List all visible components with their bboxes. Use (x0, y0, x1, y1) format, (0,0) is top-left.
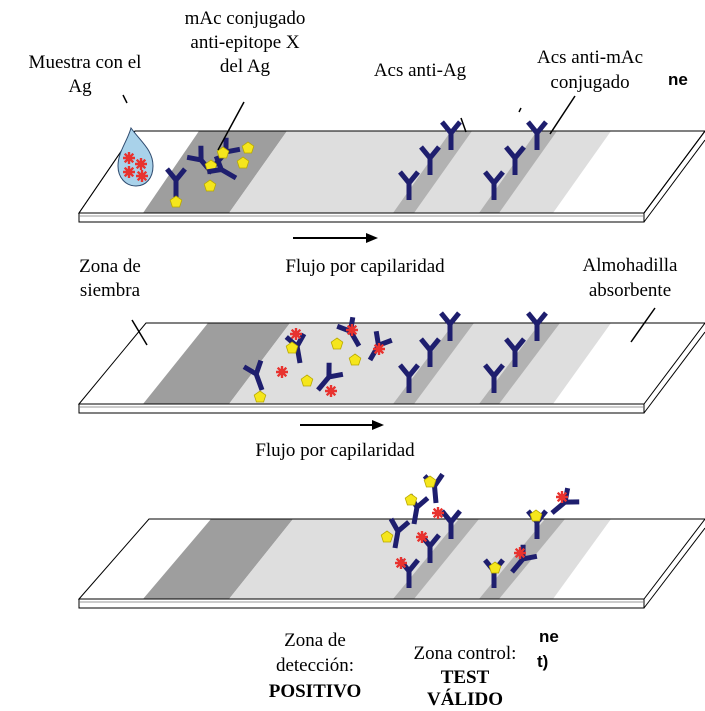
label-zona-siembra-line1: Zona de (79, 256, 141, 277)
label-valido: VÁLIDO (426, 689, 503, 710)
residual-text-t: t) (537, 652, 549, 671)
drop-icon (117, 126, 154, 187)
strip-2 (77, 322, 705, 414)
label-almohadilla-line1: Almohadilla (582, 255, 678, 276)
label-zona-siembra-line2: siembra (79, 280, 141, 301)
residual-text-ne: ne (539, 627, 559, 646)
label-control-line1: Zona control: (413, 643, 517, 664)
label-deteccion-line1: Zona de (284, 630, 346, 651)
label-muestra-line2: Ag (68, 76, 92, 97)
label-acs-anti-mac-line2: conjugado (550, 72, 630, 93)
label-muestra-line1: Muestra con el (28, 52, 142, 73)
residual-text-ne-top: ne (668, 70, 688, 89)
label-mac-line1: mAc conjugado (184, 8, 306, 29)
arrow-icon (293, 233, 378, 243)
label-mac-line3: del Ag (219, 56, 271, 77)
label-flujo-top: Flujo por capilaridad (285, 256, 445, 277)
label-almohadilla-line2: absorbente (588, 280, 672, 301)
label-acs-anti-ag: Acs anti-Ag (373, 60, 467, 81)
label-deteccion-line2: detección: (275, 655, 355, 676)
label-acs-anti-mac-line1: Acs anti-mAc (536, 47, 644, 68)
label-flujo-mid: Flujo por capilaridad (255, 440, 415, 461)
label-positivo: POSITIVO (268, 681, 362, 702)
strip-3 (77, 518, 705, 609)
label-test: TEST (440, 667, 490, 688)
arrow-icon (300, 420, 384, 430)
label-mac-line2: anti-epitope X (190, 32, 300, 53)
